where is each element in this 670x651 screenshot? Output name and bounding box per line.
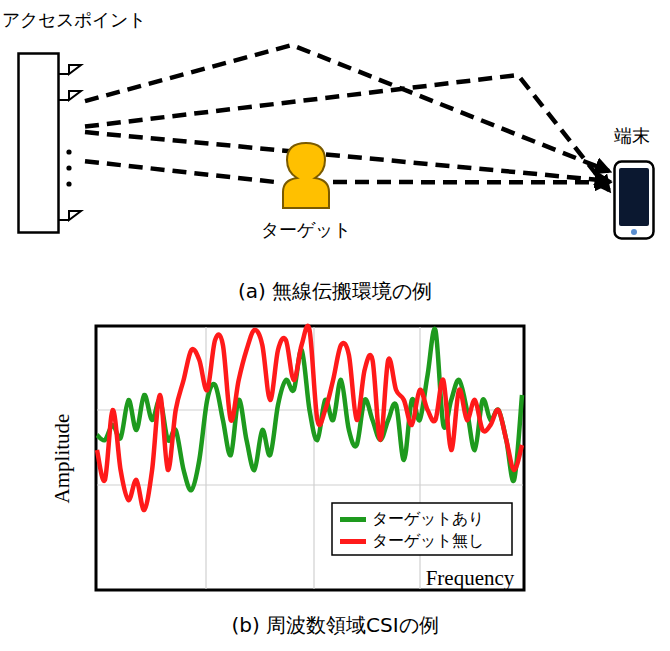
node-shape: [613, 160, 655, 240]
signal-path: [85, 45, 609, 171]
legend-label: ターゲット無し: [372, 531, 484, 552]
signal-path: [85, 75, 609, 190]
access-point: アクセスポイント: [17, 52, 85, 234]
axis-label: Amplitude: [50, 413, 75, 503]
caption: (a) 無線伝搬環境の例: [238, 278, 432, 305]
axis-label: Frequency: [426, 566, 515, 591]
node-shape: [279, 140, 333, 210]
caption: (b) 周波数領域CSIの例: [231, 612, 438, 639]
terminal-device: 端末: [613, 160, 655, 240]
plot-frame: [96, 326, 524, 590]
node-shape: [17, 52, 85, 234]
node-label: 端末: [614, 124, 650, 148]
csi-curve: [97, 326, 522, 510]
target-person: ターゲット: [279, 140, 333, 210]
legend-swatch: [340, 517, 366, 522]
signal-path: [333, 180, 609, 185]
legend-box: [332, 503, 512, 555]
signal-path: [85, 161, 275, 182]
legend-swatch: [340, 539, 366, 544]
node-label: アクセスポイント: [2, 8, 146, 32]
grid-lines: [97, 327, 523, 589]
legend-label: ターゲットあり: [372, 509, 484, 530]
node-label: ターゲット: [261, 218, 351, 242]
signal-path: [85, 132, 609, 181]
